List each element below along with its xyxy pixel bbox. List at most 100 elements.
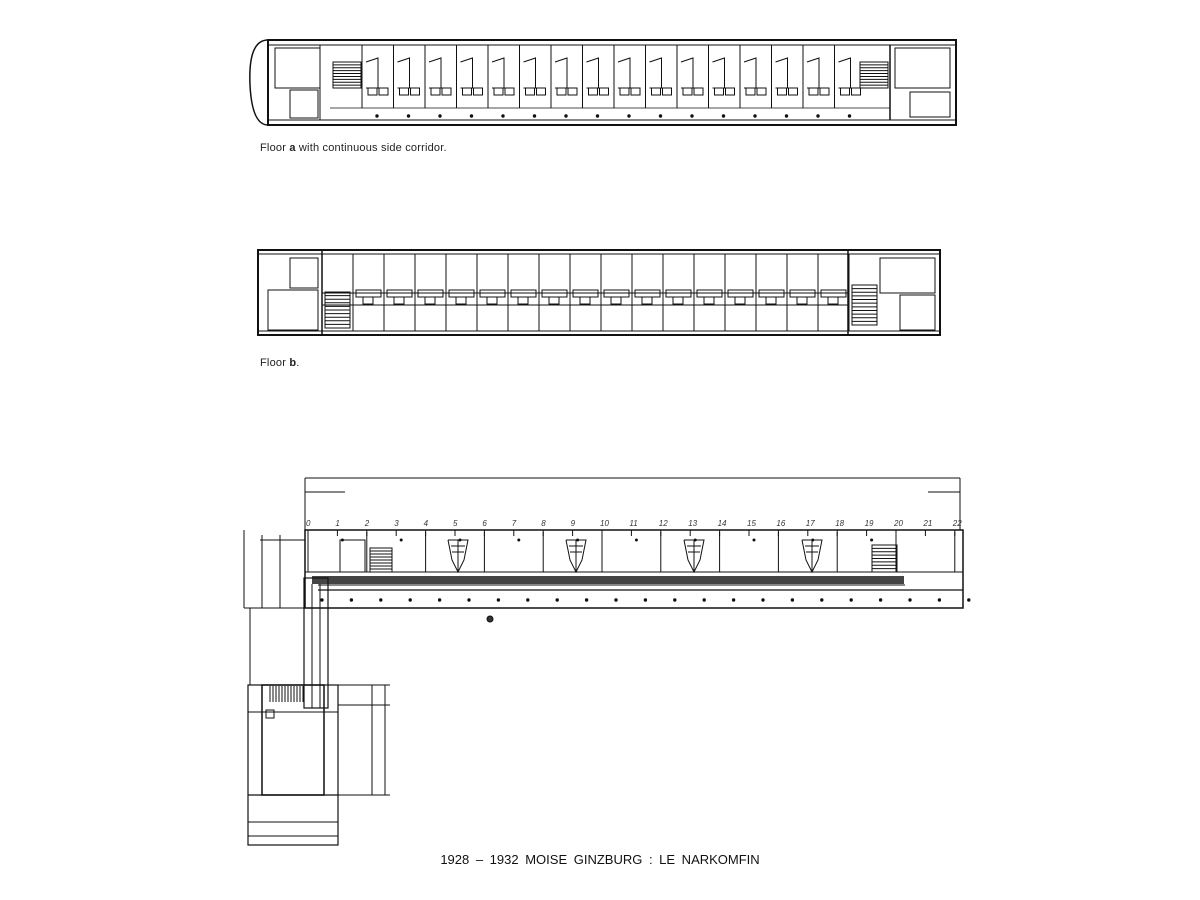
bay-number: 5 [453,519,458,528]
unit-kitchen [712,57,725,89]
unit-bath [840,87,850,96]
unit-bath [430,87,441,96]
unit-bath [525,87,535,96]
column-dot [790,598,795,602]
unit-kitchen [586,57,599,89]
landing [486,296,498,305]
column-dot [658,114,663,118]
unit-bath [399,87,409,96]
unit-bath [630,87,641,96]
bay-number: 13 [688,519,697,528]
unit-bath [819,87,830,96]
landing [827,296,839,305]
bay-number: 6 [482,519,487,528]
column-dot [438,114,442,118]
bay-number: 20 [893,519,903,528]
column-dot [816,114,820,118]
column-dot [643,598,648,602]
column-dot [847,114,852,118]
column-dot [820,598,824,602]
stair-outline [851,284,878,326]
column-dot [375,114,379,118]
landing [455,296,467,305]
unit-bath [599,87,609,96]
column-dot [517,538,521,542]
unit-bath [493,87,504,96]
floor-plan-site [243,477,971,846]
unit-bath [462,87,472,96]
unit-kitchen [397,57,410,89]
unit-bath [504,87,515,96]
floor-a-caption: Floor a with continuous side corridor. [260,142,447,154]
column-dot [908,598,912,602]
unit-bath [556,87,567,96]
unit-kitchen [460,57,473,89]
unit-bath [410,87,420,96]
unit-bath [567,87,578,96]
landing [672,296,684,305]
bay-number: 22 [952,519,962,528]
unit-stair [447,539,469,574]
stair-outline [324,291,351,329]
column-dot [564,114,568,118]
column-dot [526,598,530,602]
bay-number: 16 [776,519,785,528]
column-dot [467,598,471,602]
column-dot [752,538,756,542]
landing [579,296,591,305]
unit-bath [808,87,819,96]
unit-bath [536,87,546,96]
column-dot [753,114,757,118]
column-dot [496,598,501,602]
landing [393,296,405,305]
unit-bath [588,87,598,96]
unit-kitchen [523,57,536,89]
unit-bath [788,87,798,96]
unit-bath [651,87,661,96]
floor-a-plan [249,39,957,126]
unit-kitchen [775,57,788,89]
bay-number: 12 [659,519,668,528]
column-dot [584,598,589,602]
column-dot [532,114,537,118]
unit-stair [565,539,587,574]
bay-number: 15 [747,519,756,528]
unit-bath [777,87,787,96]
floor-b-plan [257,249,941,336]
landing [362,296,374,305]
unit-bath [378,87,389,96]
landing [641,296,653,305]
unit-bath [851,87,861,96]
landing [517,296,529,305]
stair-outline [332,61,362,89]
unit-bath [714,87,724,96]
bay-number: 18 [835,519,844,528]
column-dot [967,598,971,602]
unit-kitchen [554,57,568,89]
unit-kitchen [617,57,631,89]
landing [610,296,622,305]
unit-bath [693,87,704,96]
unit-stair [683,539,705,574]
unit-bath [662,87,672,96]
bay-number: 1 [335,519,339,528]
unit-kitchen [365,57,379,89]
column-dot [937,598,942,602]
unit-bath [725,87,735,96]
unit-kitchen [838,57,851,89]
column-dot [634,538,638,542]
bay-number: 11 [629,519,637,528]
bay-number: 10 [600,519,609,528]
bay-number: 0 [306,519,311,528]
bay-number: 14 [718,519,727,528]
column-dot [849,598,853,602]
column-dot [437,598,442,602]
column-dot [379,598,383,602]
landing [548,296,560,305]
column-dot [408,598,412,602]
landing [424,296,436,305]
service-room [339,539,366,573]
bay-number: 17 [806,519,815,528]
column-dot [702,598,706,602]
